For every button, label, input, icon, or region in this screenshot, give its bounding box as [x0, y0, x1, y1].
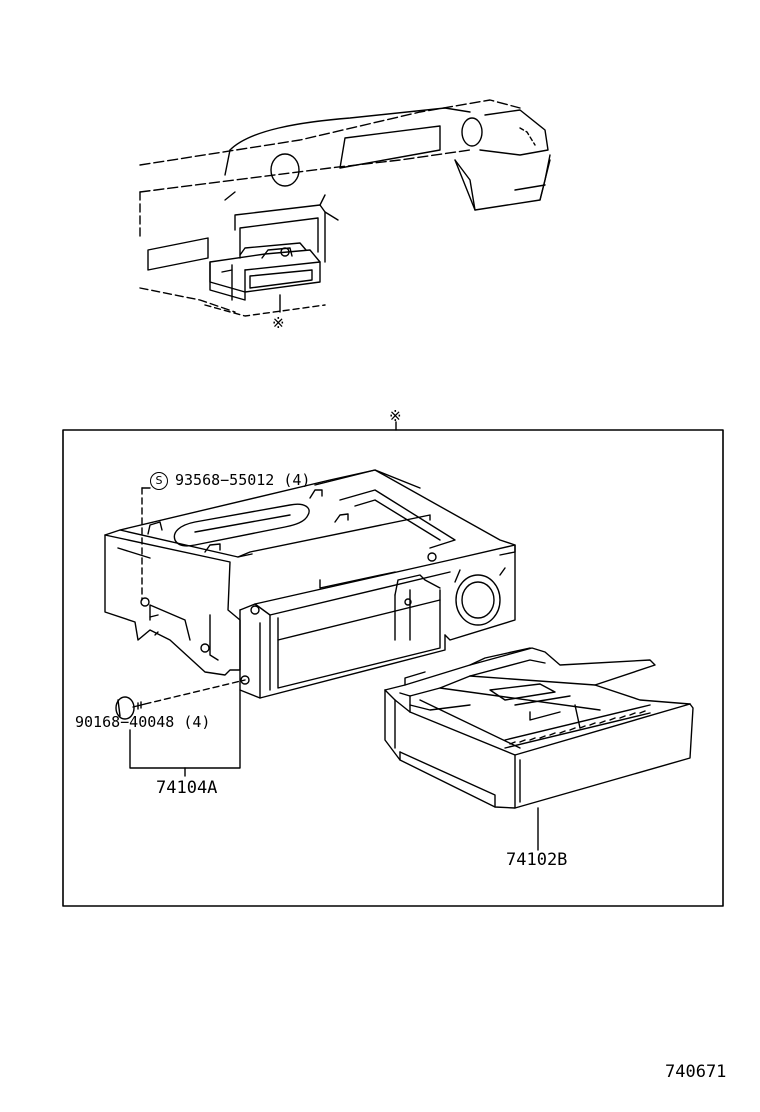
bolt-part-number: 90168−40048 (4) [75, 713, 211, 731]
dashboard-illustration [139, 99, 551, 317]
frame-marker: ※ [389, 407, 402, 425]
figure-id: 740671 [665, 1062, 727, 1082]
detail-frame [62, 429, 724, 907]
bolt-illustration [115, 679, 246, 720]
box-assembly-part-number: 74104A [156, 778, 218, 798]
screw-part-number: 93568−55012 (4) [175, 471, 311, 489]
drawer-illustration [384, 647, 694, 809]
dashboard-marker: ※ [272, 314, 285, 332]
drawer-part-number: 74102B [506, 850, 568, 870]
standard-screw-symbol: S [150, 472, 168, 490]
ashtray-box-illustration [104, 469, 516, 699]
